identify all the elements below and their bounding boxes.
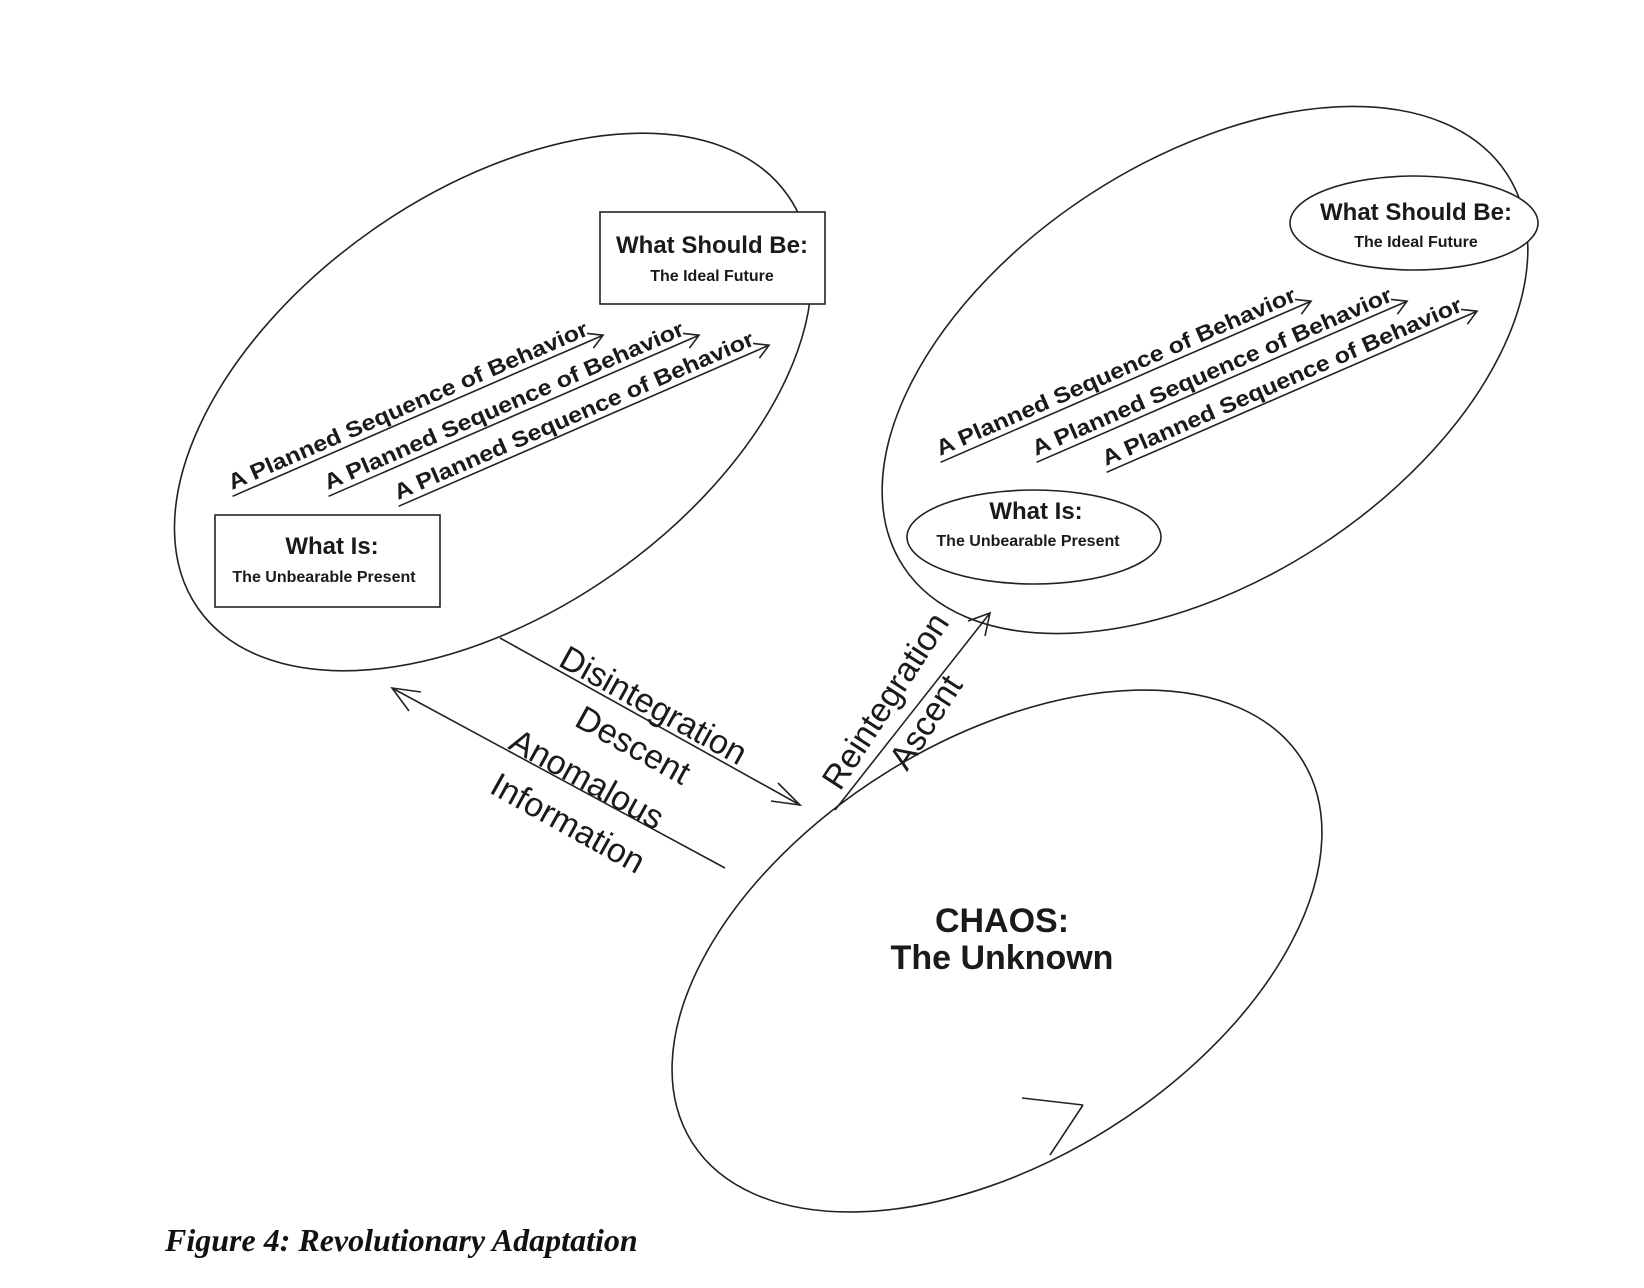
arrow-icon (1106, 308, 1479, 474)
right-goal-ellipse: What Should Be: The Ideal Future (1289, 175, 1539, 271)
arrow-icon (232, 332, 605, 498)
figure-caption: Figure 4: Revolutionary Adaptation (165, 1222, 638, 1258)
left-present-title: What Is: (285, 533, 378, 560)
anomaly-arrow (390, 686, 726, 869)
chaos-ellipse (671, 689, 1323, 1213)
left-state-ellipse (173, 132, 813, 672)
right-sequence-3-label: A Planned Sequence of Behavior (1098, 292, 1466, 471)
arrowhead-icon (390, 686, 422, 712)
right-present-subtitle: The Unbearable Present (936, 533, 1120, 550)
arrowhead-icon (967, 611, 992, 637)
right-present-title: What Is: (989, 498, 1082, 525)
chaos-title: CHAOS: (935, 902, 1069, 940)
right-present-ellipse: What Is: The Unbearable Present (906, 489, 1162, 585)
chaos-cycle-arrowhead-icon (1021, 1097, 1084, 1156)
left-goal-title: What Should Be: (616, 232, 808, 259)
left-sequence-3-label: A Planned Sequence of Behavior (390, 326, 758, 505)
left-goal-box: What Should Be: The Ideal Future (599, 211, 826, 305)
chaos-subtitle: The Unknown (891, 939, 1114, 977)
descent-arrow (499, 637, 803, 807)
right-goal-title: What Should Be: (1320, 199, 1512, 226)
ascent-arrow (834, 611, 992, 811)
arrowhead-icon (770, 782, 803, 807)
arrow-icon (328, 332, 701, 498)
left-present-box: What Is: The Unbearable Present (214, 514, 441, 608)
left-present-subtitle: The Unbearable Present (232, 569, 416, 586)
chaos-label: CHAOS: The Unknown (891, 902, 1114, 977)
arrow-icon (398, 342, 771, 508)
arrow-icon (1036, 298, 1409, 464)
right-goal-subtitle: The Ideal Future (1354, 234, 1478, 251)
left-goal-subtitle: The Ideal Future (650, 268, 774, 285)
arrow-icon (940, 298, 1313, 464)
right-state-ellipse (881, 105, 1529, 635)
